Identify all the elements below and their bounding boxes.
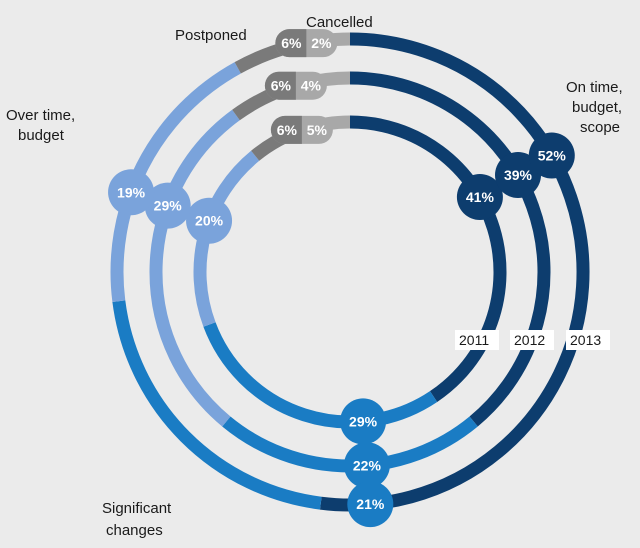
year-box-2011	[455, 330, 499, 350]
badge-2011-significant	[340, 398, 387, 445]
label-on-time-1: On time,	[566, 79, 623, 96]
arc-2013-significant	[112, 300, 322, 510]
pct-2013-postponed: 6%	[281, 35, 302, 51]
pct-2012-significant: 22%	[353, 457, 382, 473]
year-label-2012: 2012	[514, 332, 545, 348]
arc-2011-on-time	[349, 115, 507, 402]
pct-2013-on-time: 52%	[538, 148, 567, 164]
badge-2011-over-time	[186, 197, 233, 244]
arc-2011-significant	[203, 322, 438, 429]
arc-2013-on-time	[319, 32, 590, 512]
pill-half-2011	[270, 115, 302, 144]
label-postponed: Postponed	[175, 27, 247, 44]
badge-2011-on-time	[456, 174, 503, 220]
pct-2012-cancelled: 4%	[301, 78, 322, 94]
pct-2011-significant: 29%	[349, 413, 378, 429]
year-label-2013: 2013	[570, 332, 601, 348]
pct-2011-cancelled: 5%	[307, 122, 328, 138]
label-cancelled: Cancelled	[306, 14, 373, 31]
pct-2011-over-time: 20%	[195, 213, 224, 229]
pct-2012-postponed: 6%	[271, 78, 292, 94]
pct-2011-postponed: 6%	[277, 122, 298, 138]
pill-badge-2011: 6% 5%	[270, 115, 333, 144]
pct-2012-on-time: 39%	[504, 167, 533, 183]
label-significant-2: changes	[106, 522, 163, 539]
badge-2012-significant	[343, 442, 390, 489]
year-box-2013	[566, 330, 610, 350]
pill-half-2013	[275, 29, 307, 58]
arc-2012-on-time	[349, 71, 551, 427]
pct-2013-cancelled: 2%	[311, 35, 332, 51]
label-on-time-3: scope	[580, 119, 620, 136]
label-on-time-2: budget,	[572, 99, 622, 116]
pct-2013-over-time: 19%	[117, 184, 146, 200]
pill-half-2012	[264, 71, 296, 100]
badge-2013-on-time	[528, 132, 575, 179]
year-box-2012	[510, 330, 554, 350]
year-label-2011: 2011	[459, 332, 489, 348]
pct-2011-on-time: 41%	[466, 189, 495, 205]
pct-2012-over-time: 29%	[154, 198, 183, 214]
pill-badge-2012: 6% 4%	[264, 71, 327, 100]
label-over-time-1: Over time,	[6, 107, 75, 124]
label-over-time-2: budget	[18, 127, 65, 144]
badge-2013-over-time	[108, 169, 155, 216]
badge-2012-over-time	[144, 182, 191, 229]
label-significant-1: Significant	[102, 500, 172, 517]
pill-badge-2013: 6% 2%	[275, 29, 338, 58]
arc-2013-over-time	[110, 62, 241, 303]
badges: 6% 5% 41% 29% 20% 6% 4% 39% 22% 29% 6% 2% 52% 21% 19%	[108, 29, 575, 528]
pct-2013-significant: 21%	[356, 496, 385, 512]
badge-2013-significant	[347, 481, 394, 528]
arc-2012-over-time	[149, 109, 240, 427]
badge-2012-on-time	[495, 152, 542, 198]
